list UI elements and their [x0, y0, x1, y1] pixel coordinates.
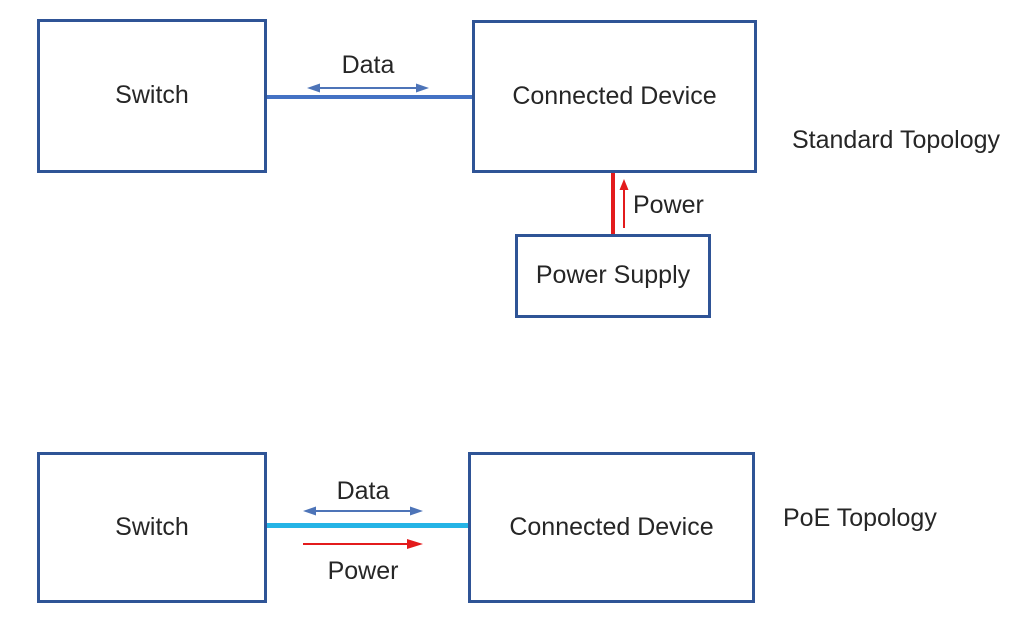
standard-power-supply-node: Power Supply: [515, 234, 711, 318]
standard-data-label: Data: [341, 51, 395, 79]
standard-switch-label: Switch: [115, 81, 189, 110]
poe-cable-line: [267, 523, 468, 528]
standard-data-link-line: [267, 95, 472, 99]
standard-power-up-arrow-icon: [619, 179, 629, 228]
standard-data-bidirectional-arrow-icon: [307, 83, 429, 93]
standard-connected-device-node: Connected Device: [472, 20, 757, 173]
poe-power-label: Power: [327, 557, 399, 585]
poe-device-label: Connected Device: [509, 512, 714, 541]
standard-power-supply-label: Power Supply: [535, 261, 691, 290]
standard-device-label: Connected Device: [512, 81, 717, 110]
standard-topology-title: Standard Topology: [792, 126, 1001, 154]
standard-power-label: Power: [633, 191, 704, 219]
poe-connected-device-node: Connected Device: [468, 452, 755, 603]
poe-data-bidirectional-arrow-icon: [303, 506, 423, 516]
standard-power-link-line: [611, 173, 615, 234]
poe-switch-label: Switch: [115, 512, 189, 541]
standard-switch-node: Switch: [37, 19, 267, 173]
poe-data-label: Data: [336, 477, 390, 505]
poe-power-right-arrow-icon: [303, 539, 423, 549]
poe-switch-node: Switch: [37, 452, 267, 603]
poe-topology-title: PoE Topology: [783, 504, 937, 532]
